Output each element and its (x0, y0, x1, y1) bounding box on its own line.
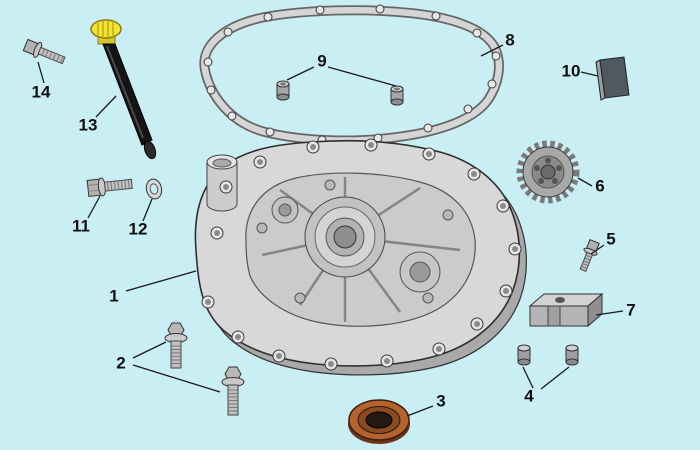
part-number-6: 6 (595, 177, 604, 196)
leader-line-part-11 (87, 195, 101, 219)
bolt-2b (221, 366, 245, 416)
leader-line-part-13 (95, 95, 117, 118)
nut-b (565, 344, 579, 366)
part-number-8: 8 (505, 31, 514, 50)
part-number-11: 11 (72, 217, 90, 236)
washer (145, 178, 163, 200)
part-number-14: 14 (32, 83, 51, 102)
leader-line-part-6 (577, 177, 593, 187)
leader-line-part-9 (327, 66, 397, 87)
leader-line-part-4 (540, 366, 570, 390)
part-number-12: 12 (129, 220, 148, 239)
leader-line-part-14 (37, 61, 45, 84)
bolt-5 (579, 238, 600, 273)
part-number-4: 4 (524, 387, 534, 406)
gasket (199, 4, 504, 146)
nut-a (517, 344, 531, 366)
crankcase-cover (194, 138, 527, 376)
key-insert (595, 56, 630, 101)
inner-bosses (256, 179, 454, 304)
oil-seal (348, 399, 410, 444)
part-number-7: 7 (626, 301, 635, 320)
part-number-2: 2 (116, 354, 125, 373)
leader-line-part-2 (132, 364, 221, 393)
leader-line-part-9 (286, 66, 315, 81)
leader-line-part-7 (595, 310, 624, 316)
flange-bolt-holes (201, 138, 522, 371)
leader-line-part-12 (142, 198, 153, 222)
part-number-3: 3 (436, 392, 445, 411)
part-number-9: 9 (317, 52, 326, 71)
part-number-1: 1 (109, 287, 118, 306)
part-number-10: 10 (562, 62, 581, 81)
leader-line-part-10 (580, 71, 599, 77)
part-number-13: 13 (79, 116, 98, 135)
leader-line-part-2 (132, 341, 167, 359)
dowel-pin-b (390, 85, 404, 106)
bolt-11 (86, 177, 133, 197)
leader-line-part-1 (125, 270, 197, 292)
leader-line-part-5 (590, 244, 605, 255)
part-number-5: 5 (606, 230, 615, 249)
leader-line-part-4 (522, 366, 534, 389)
bolt-14 (22, 38, 66, 65)
leader-line-part-3 (406, 405, 434, 417)
bolt-2a (164, 322, 188, 369)
leader-line-part-8 (480, 44, 504, 57)
mount-block (528, 292, 604, 328)
dowel-pin-a (276, 80, 290, 101)
oil-dipstick (90, 19, 157, 160)
governor-gear (516, 140, 580, 204)
